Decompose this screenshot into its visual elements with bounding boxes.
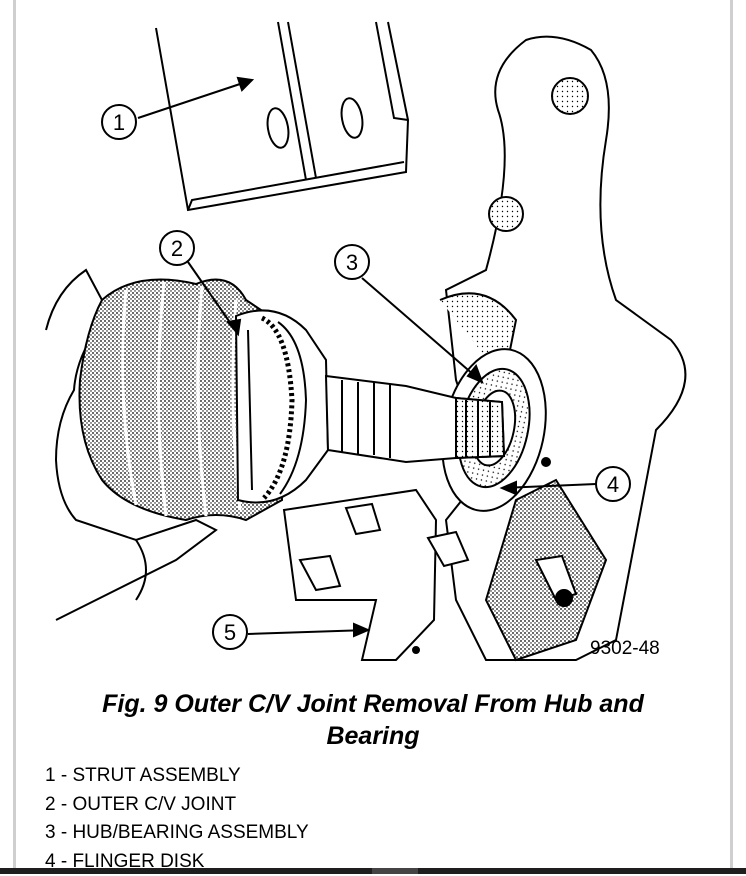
callout-1: 1 [113, 110, 125, 135]
legend-item: 1 - STRUT ASSEMBLY [45, 762, 309, 791]
callout-2: 2 [171, 236, 183, 261]
cv-joint-housing-drawing [236, 310, 328, 502]
caption-line-1: Fig. 9 Outer C/V Joint Removal From Hub … [40, 688, 706, 720]
cv-joint-removal-illustration: 1 2 3 4 5 [16, 0, 730, 680]
caption-line-2: Bearing [40, 720, 706, 752]
legend-item: 2 - OUTER C/V JOINT [45, 791, 309, 820]
figure-caption: Fig. 9 Outer C/V Joint Removal From Hub … [40, 688, 706, 752]
callout-4: 4 [607, 472, 619, 497]
bottom-toolbar-strip [0, 868, 746, 874]
right-frame-border [730, 0, 733, 874]
bottom-toolbar-segment [372, 868, 418, 874]
lower-bracket-drawing [284, 490, 468, 660]
callout-5: 5 [224, 620, 236, 645]
strut-assembly-drawing [156, 22, 408, 210]
figure-code: 9302-48 [590, 638, 660, 660]
callout-3: 3 [346, 250, 358, 275]
figure-legend: 1 - STRUT ASSEMBLY 2 - OUTER C/V JOINT 3… [45, 762, 309, 876]
steering-knuckle-drawing [428, 37, 685, 660]
legend-item: 3 - HUB/BEARING ASSEMBLY [45, 819, 309, 848]
